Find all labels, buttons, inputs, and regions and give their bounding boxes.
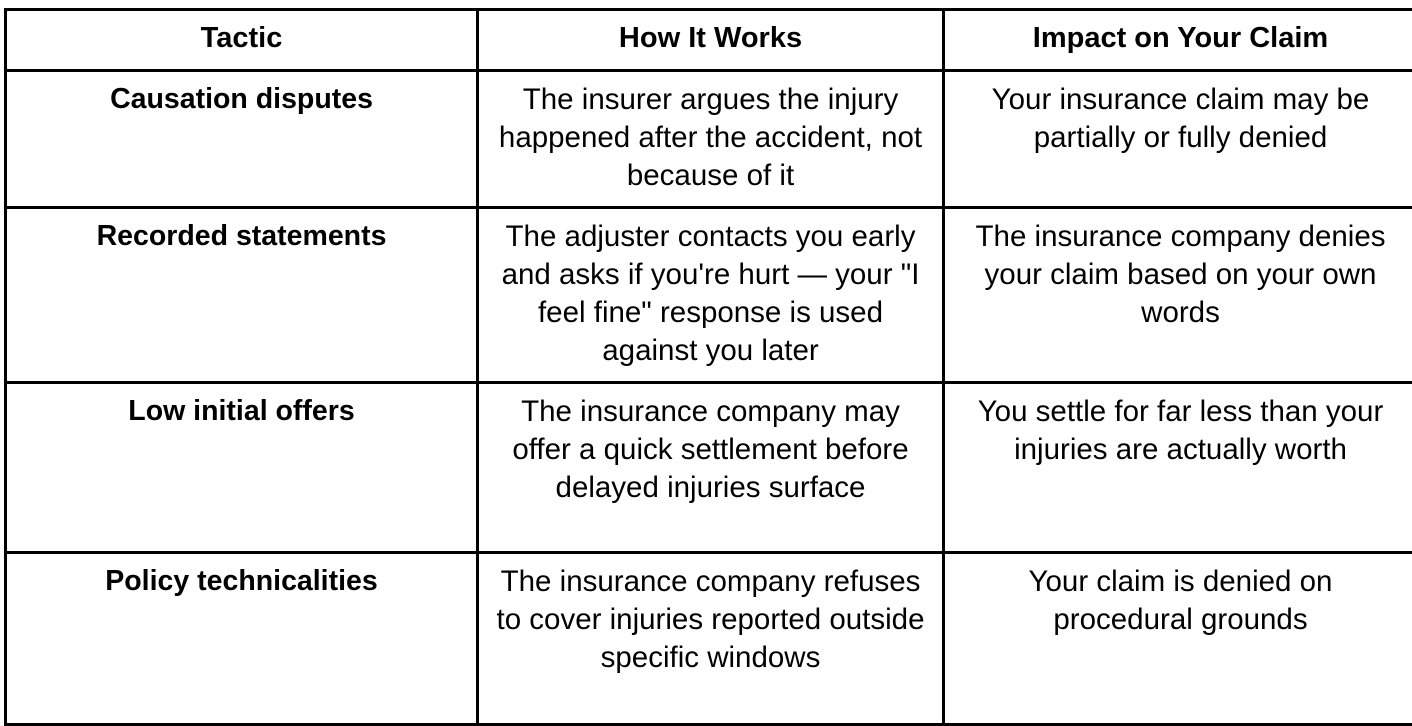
cell-how-it-works-text: The insurance company refuses to cover i…: [493, 563, 928, 676]
table-header-row: Tactic How It Works Impact on Your Claim: [6, 10, 1412, 71]
table-body: Causation disputes The insurer argues th…: [6, 71, 1412, 725]
table-row: Low initial offers The insurance company…: [6, 383, 1412, 553]
cell-how-it-works: The adjuster contacts you early and asks…: [478, 208, 944, 383]
cell-impact-text: Your insurance claim may be partially or…: [959, 81, 1402, 157]
cell-impact: The insurance company denies your claim …: [944, 208, 1412, 383]
insurance-tactics-table: Tactic How It Works Impact on Your Claim…: [4, 8, 1412, 726]
column-header-impact: Impact on Your Claim: [944, 10, 1412, 71]
cell-how-it-works-text: The insurance company may offer a quick …: [493, 393, 928, 506]
cell-impact-text: You settle for far less than your injuri…: [959, 393, 1402, 469]
cell-impact-text: Your claim is denied on procedural groun…: [959, 563, 1402, 639]
column-header-tactic: Tactic: [6, 10, 478, 71]
cell-tactic-text: Causation disputes: [21, 81, 462, 117]
cell-tactic: Low initial offers: [6, 383, 478, 553]
cell-impact-text: The insurance company denies your claim …: [959, 218, 1402, 331]
cell-how-it-works-text: The insurer argues the injury happened a…: [493, 81, 928, 194]
table-header: Tactic How It Works Impact on Your Claim: [6, 10, 1412, 71]
cell-tactic: Causation disputes: [6, 71, 478, 208]
column-header-how-it-works: How It Works: [478, 10, 944, 71]
cell-how-it-works: The insurer argues the injury happened a…: [478, 71, 944, 208]
table-row: Policy technicalities The insurance comp…: [6, 553, 1412, 725]
cell-impact: You settle for far less than your injuri…: [944, 383, 1412, 553]
cell-tactic-text: Policy technicalities: [21, 563, 462, 599]
cell-how-it-works: The insurance company refuses to cover i…: [478, 553, 944, 725]
cell-impact: Your insurance claim may be partially or…: [944, 71, 1412, 208]
cell-impact: Your claim is denied on procedural groun…: [944, 553, 1412, 725]
cell-how-it-works: The insurance company may offer a quick …: [478, 383, 944, 553]
column-header-impact-label: Impact on Your Claim: [959, 20, 1402, 57]
cell-tactic-text: Recorded statements: [21, 218, 462, 254]
table-row: Causation disputes The insurer argues th…: [6, 71, 1412, 208]
column-header-tactic-label: Tactic: [21, 20, 462, 57]
cell-how-it-works-text: The adjuster contacts you early and asks…: [493, 218, 928, 369]
cell-tactic: Recorded statements: [6, 208, 478, 383]
table-row: Recorded statements The adjuster contact…: [6, 208, 1412, 383]
cell-tactic-text: Low initial offers: [21, 393, 462, 429]
cell-tactic: Policy technicalities: [6, 553, 478, 725]
column-header-how-it-works-label: How It Works: [493, 20, 928, 57]
